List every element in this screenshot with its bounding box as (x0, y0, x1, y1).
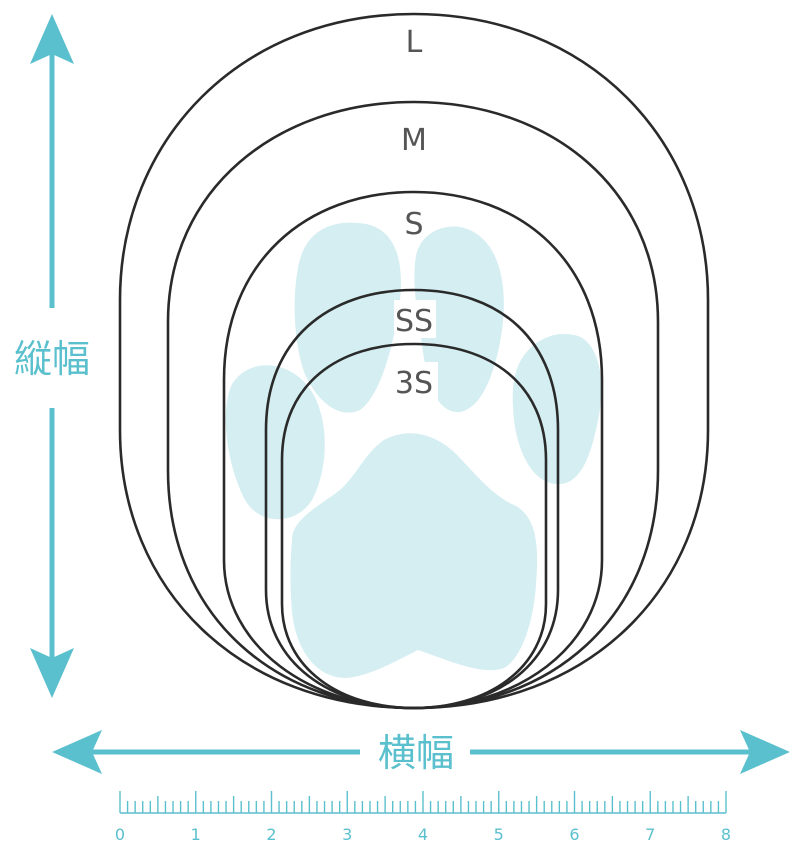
paw-main-pad (290, 433, 538, 678)
vertical-arrow (30, 14, 74, 698)
paw-toe-pad-left (225, 365, 325, 520)
size-label-ss: SS (395, 304, 433, 339)
size-label-m: M (401, 123, 427, 158)
ruler: 0 1 2 3 4 5 6 7 8 (115, 791, 731, 843)
size-outline-m (166, 100, 660, 710)
ruler-labels: 0 1 2 3 4 5 6 7 8 (115, 825, 731, 843)
ss-label-backdrop (394, 300, 436, 338)
vertical-dimension-label: 縦幅 (14, 337, 90, 381)
horizontal-arrow (52, 730, 790, 774)
arrow-up-icon (30, 14, 74, 64)
arrow-right-icon (740, 730, 790, 774)
horizontal-dimension-label: 横幅 (378, 731, 454, 775)
size-outline-s (222, 190, 604, 710)
ruler-tick-label: 4 (418, 825, 428, 843)
size-outline-l (118, 12, 710, 710)
size-outlines (118, 12, 710, 710)
ruler-tick-label: 5 (494, 825, 504, 843)
ruler-tick-label: 3 (342, 825, 352, 843)
arrow-left-icon (52, 730, 102, 774)
paw-toe-pad-inner-left (294, 222, 401, 413)
size-label-l: L (406, 25, 423, 60)
ruler-ticks (119, 791, 727, 813)
ruler-tick-label: 0 (115, 825, 125, 843)
arrow-down-icon (30, 648, 74, 698)
3s-label-backdrop (392, 362, 438, 400)
size-label-s: S (404, 207, 423, 242)
ruler-tick-label: 6 (569, 825, 579, 843)
size-outline-3s (280, 342, 548, 710)
size-label-3s: 3S (395, 366, 433, 401)
ruler-tick-label: 2 (266, 825, 276, 843)
ruler-tick-label: 1 (191, 825, 201, 843)
ruler-tick-label: 7 (645, 825, 655, 843)
ruler-tick-label: 8 (721, 825, 731, 843)
size-outline-ss (264, 288, 560, 710)
